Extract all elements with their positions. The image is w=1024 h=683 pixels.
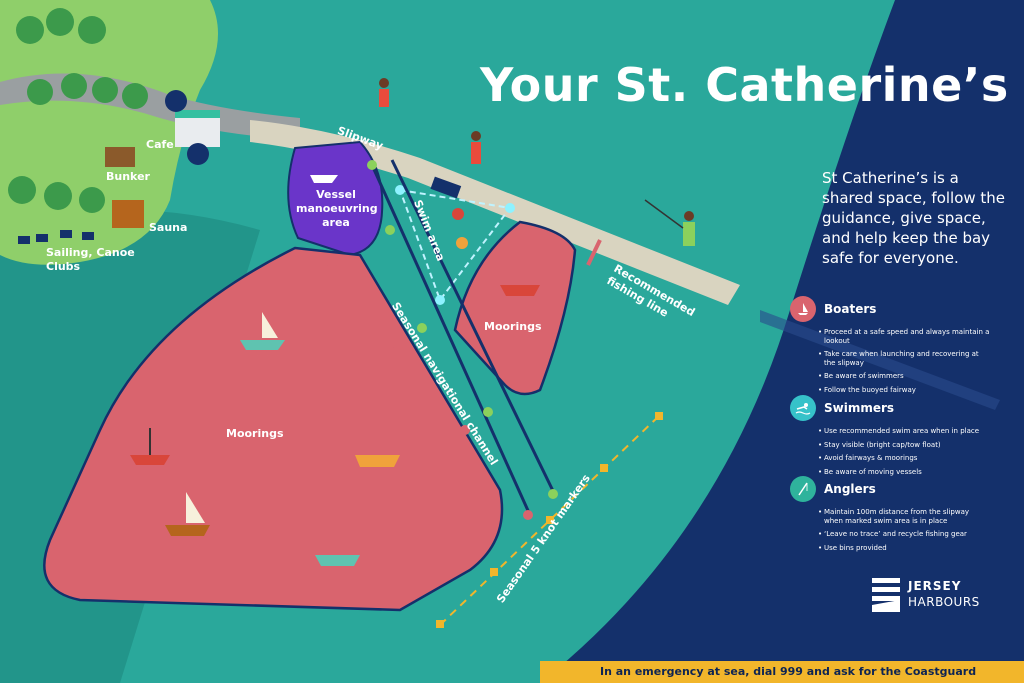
section-list: Maintain 100m distance from the slipway … xyxy=(818,508,990,552)
list-item: Be aware of swimmers xyxy=(818,372,990,381)
channel-buoys xyxy=(327,160,558,520)
label-vessel-area: Vessel manoeuvring area xyxy=(296,188,378,229)
swim-area-boundary xyxy=(398,188,512,303)
toilets-icon xyxy=(165,90,187,112)
moorings-area-large xyxy=(43,246,504,612)
swimmer-icon xyxy=(790,395,816,421)
label-bunker: Bunker xyxy=(106,170,150,183)
logo-line2: HARBOURS xyxy=(908,595,980,609)
section-anglers: Anglers Maintain 100m distance from the … xyxy=(790,476,990,557)
intro-text: St Catherine’s is a shared space, follow… xyxy=(822,169,1006,267)
emergency-banner xyxy=(540,661,1024,683)
label-cafe: Cafe xyxy=(146,138,174,151)
page-title: Your St. Catherine’s xyxy=(480,58,1009,112)
bunker-building xyxy=(105,147,135,167)
section-title: Boaters xyxy=(824,302,877,316)
list-item: Take care when launching and recovering … xyxy=(818,350,990,367)
vessel-manoeuvring-area xyxy=(287,140,384,257)
boats xyxy=(130,175,540,566)
list-item: Be aware of moving vessels xyxy=(818,468,990,477)
jersey-harbours-logo-mark xyxy=(872,578,900,612)
trees xyxy=(8,8,148,213)
list-item: Avoid fairways & moorings xyxy=(818,454,990,463)
people xyxy=(379,78,695,249)
emergency-banner-text: In an emergency at sea, dial 999 and ask… xyxy=(600,665,977,678)
cafe-building xyxy=(175,115,220,147)
knot-markers xyxy=(436,412,663,628)
list-item: Maintain 100m distance from the slipway … xyxy=(818,508,990,525)
nav-channel-line-right xyxy=(390,159,557,496)
fishing-rod-icon xyxy=(790,476,816,502)
label-moorings-large: Moorings xyxy=(226,427,284,440)
sailboat-icon xyxy=(790,296,816,322)
label-sauna: Sauna xyxy=(149,221,188,234)
logo-line1: JERSEY xyxy=(908,579,962,593)
sauna-building xyxy=(112,200,144,228)
label-clubs: Sailing, Canoe Clubs xyxy=(46,246,135,273)
nav-channel-line-left xyxy=(370,164,532,516)
section-boaters: Boaters Proceed at a safe speed and alwa… xyxy=(790,296,990,399)
list-item: Proceed at a safe speed and always maint… xyxy=(818,328,990,345)
section-list: Proceed at a safe speed and always maint… xyxy=(818,328,990,394)
section-swimmers: Swimmers Use recommended swim area when … xyxy=(790,395,990,481)
list-item: Follow the buoyed fairway xyxy=(818,386,990,395)
list-item: ‘Leave no trace’ and recycle fishing gea… xyxy=(818,530,990,539)
list-item: Stay visible (bright cap/tow float) xyxy=(818,441,990,450)
section-title: Anglers xyxy=(824,482,876,496)
section-title: Swimmers xyxy=(824,401,895,415)
coffee-icon xyxy=(187,143,209,165)
label-moorings-small: Moorings xyxy=(484,320,542,333)
club-boats xyxy=(18,230,94,244)
list-item: Use recommended swim area when in place xyxy=(818,427,990,436)
knot-marker-line xyxy=(439,414,661,626)
section-list: Use recommended swim area when in place … xyxy=(818,427,990,476)
list-item: Use bins provided xyxy=(818,544,990,553)
fishing-line-marker xyxy=(586,239,602,266)
